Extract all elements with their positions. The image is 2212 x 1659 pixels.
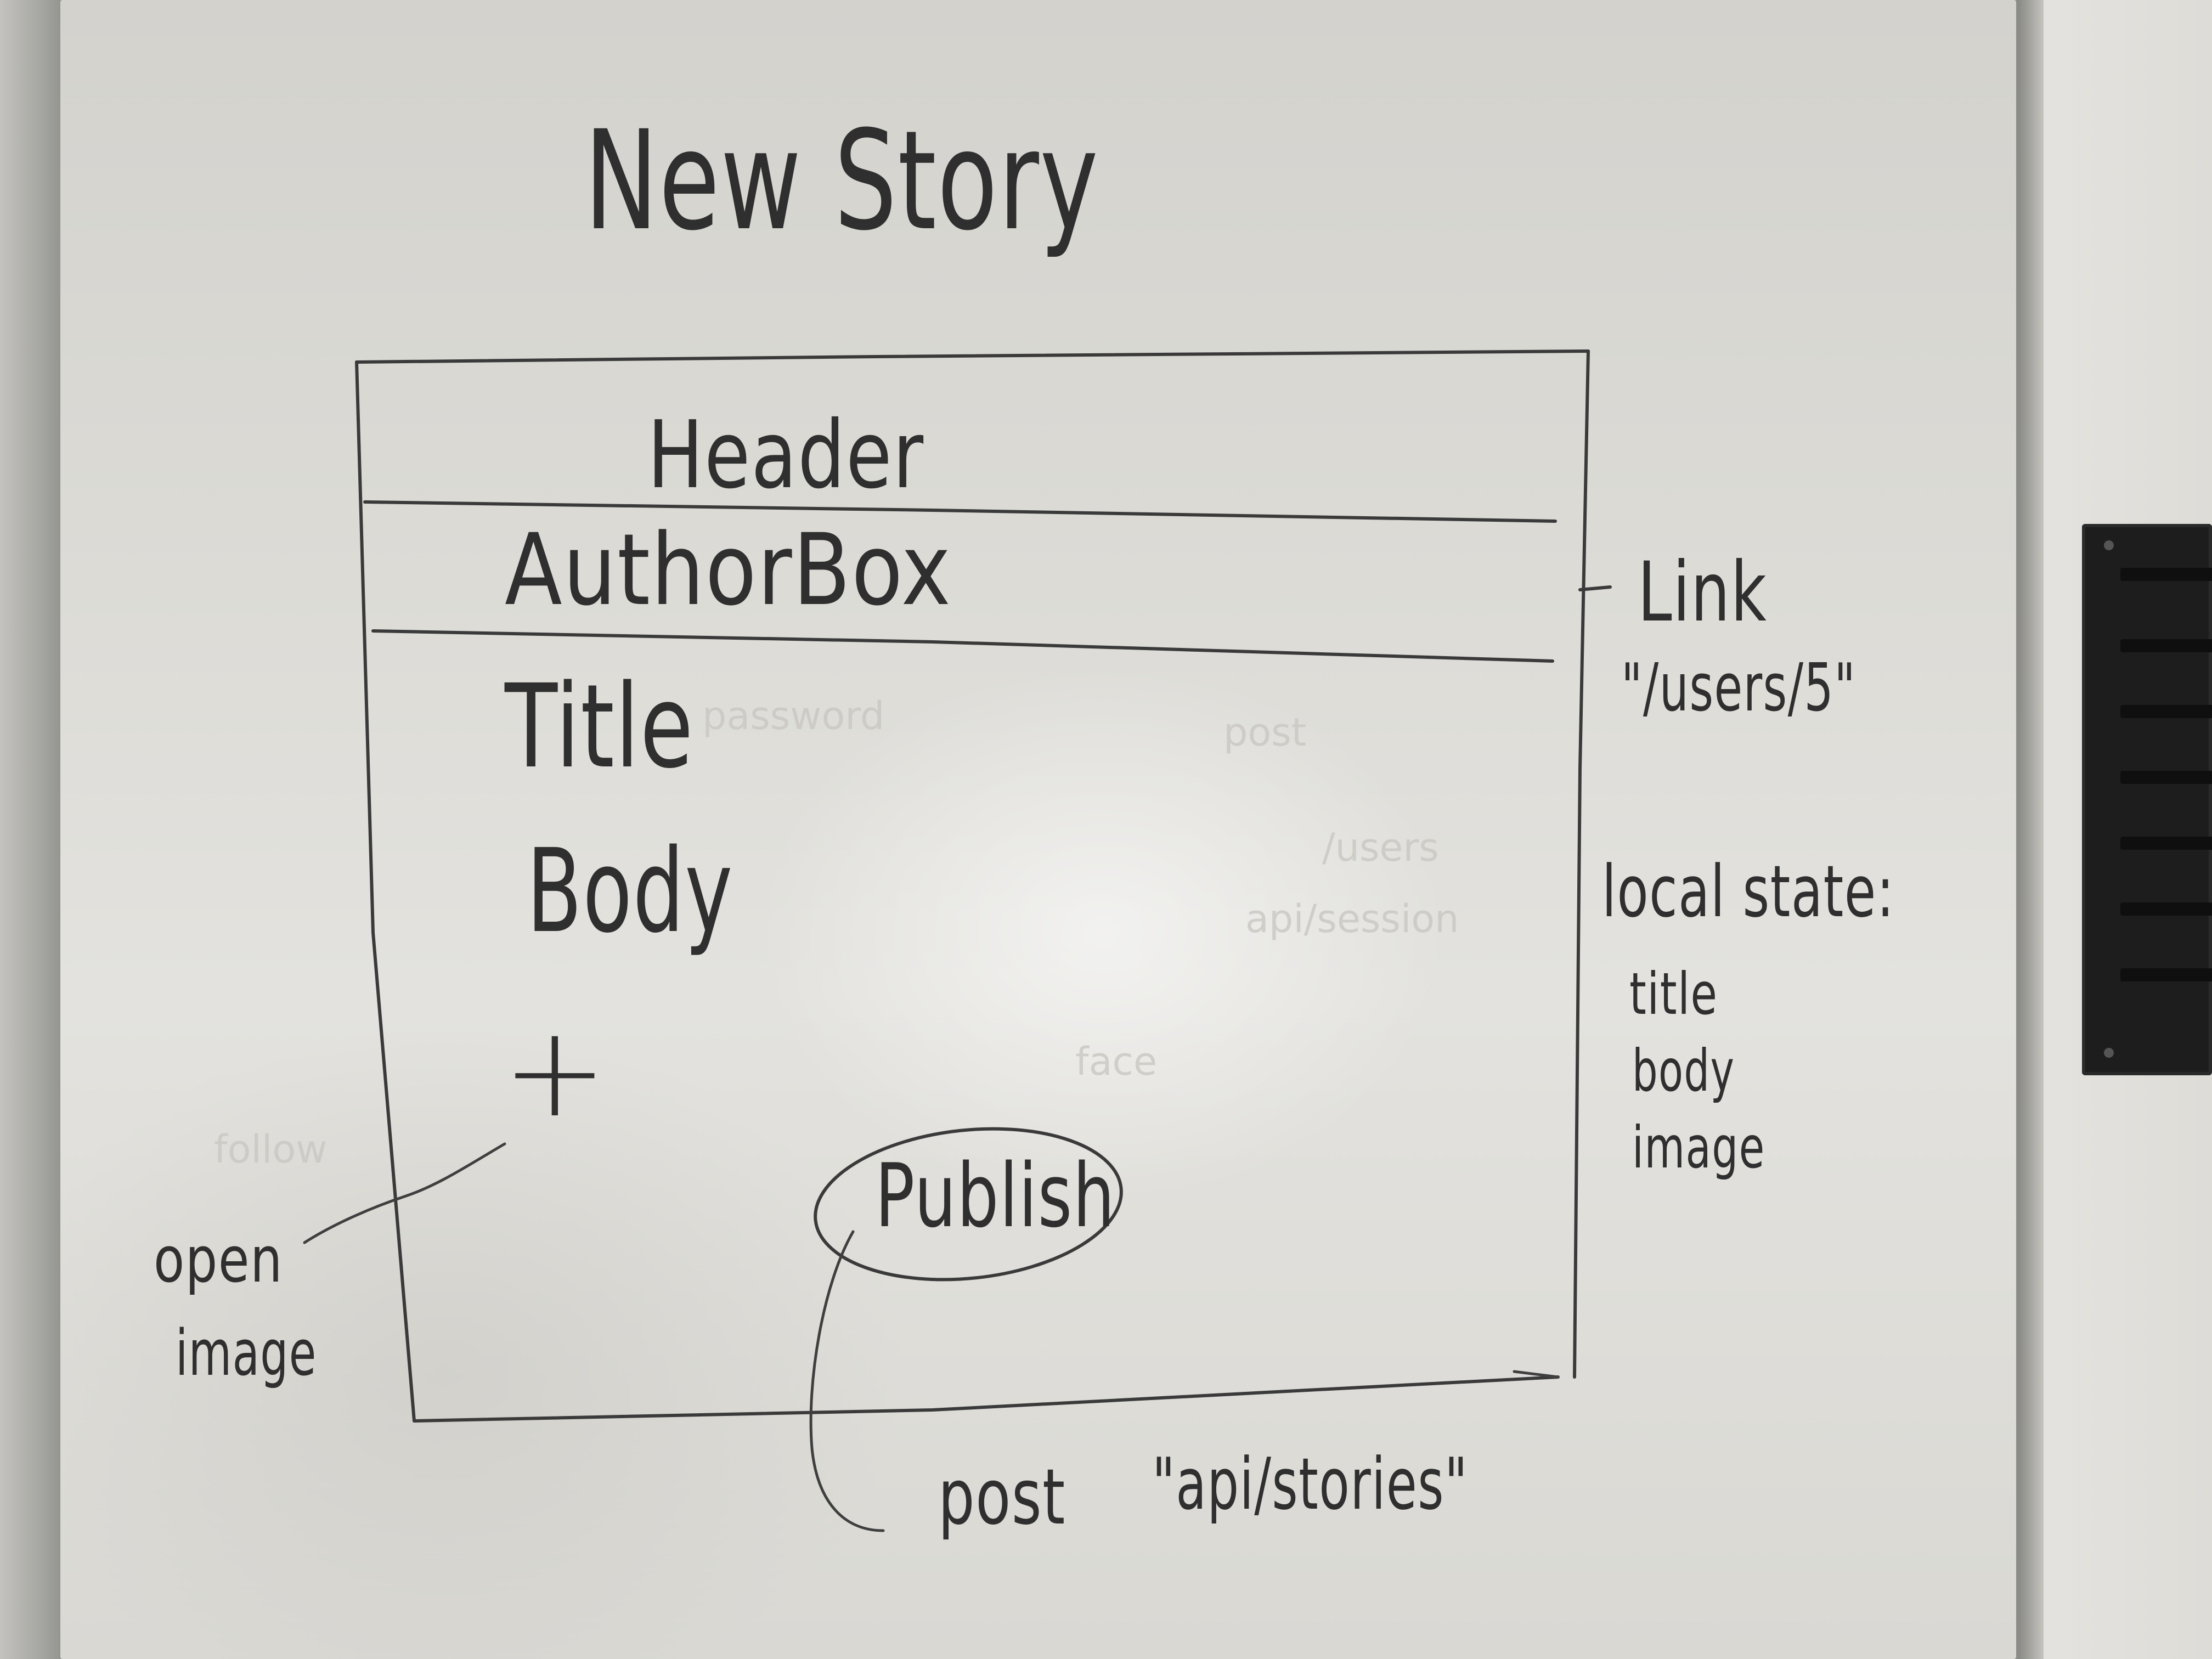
whiteboard — [60, 0, 2016, 1659]
wireframe-left-edge — [355, 360, 416, 1423]
ghost-text: password — [702, 693, 885, 738]
authorbox-divider — [371, 629, 1554, 663]
bracket-slot — [2120, 639, 2212, 652]
body-field-label: Body — [527, 824, 733, 958]
wall-bracket — [2082, 524, 2212, 1075]
ghost-text: post — [1223, 710, 1307, 755]
open-image-annotation-line2: image — [176, 1317, 317, 1390]
publish-button[interactable]: Publish — [875, 1144, 1116, 1247]
bracket-slot — [2120, 902, 2212, 916]
ghost-text: follow — [214, 1127, 328, 1172]
post-method-annotation: post — [938, 1453, 1066, 1542]
link-dash — [1578, 585, 1612, 591]
local-state-heading: local state: — [1602, 850, 1895, 933]
screw-icon — [2104, 540, 2114, 550]
wireframe-bottom-overshoot — [1513, 1370, 1560, 1379]
header-divider — [363, 500, 1557, 523]
link-annotation: Link — [1638, 545, 1768, 640]
authorbox-label: AuthorBox — [505, 513, 952, 628]
open-image-annotation-line1: open — [154, 1223, 283, 1297]
page-title: New Story — [584, 101, 1099, 261]
bracket-slot — [2120, 968, 2212, 981]
state-field-body: body — [1632, 1037, 1735, 1104]
bracket-slot — [2120, 771, 2212, 784]
bracket-slot — [2120, 837, 2212, 850]
link-path-annotation: "/users/5" — [1621, 650, 1857, 726]
wireframe-right-edge — [1573, 349, 1590, 1379]
state-field-image: image — [1632, 1114, 1765, 1181]
title-field-label: Title — [505, 659, 695, 794]
bracket-slot — [2120, 705, 2212, 718]
state-field-title: title — [1629, 961, 1718, 1028]
screw-icon — [2104, 1048, 2114, 1058]
publish-button-outline — [814, 1127, 1123, 1282]
add-image-icon[interactable]: + — [502, 999, 609, 1146]
ghost-text: api/session — [1245, 896, 1459, 941]
add-image-pointer — [303, 1142, 506, 1244]
post-path-annotation: "api/stories" — [1152, 1442, 1469, 1526]
header-label: Header — [647, 401, 924, 510]
wireframe-bottom-edge — [413, 1375, 1560, 1423]
publish-arrow — [809, 1230, 885, 1532]
ghost-text: face — [1075, 1039, 1158, 1084]
wireframe-top-edge — [355, 349, 1590, 364]
bracket-slot — [2120, 568, 2212, 581]
ghost-text: /users — [1322, 825, 1439, 870]
